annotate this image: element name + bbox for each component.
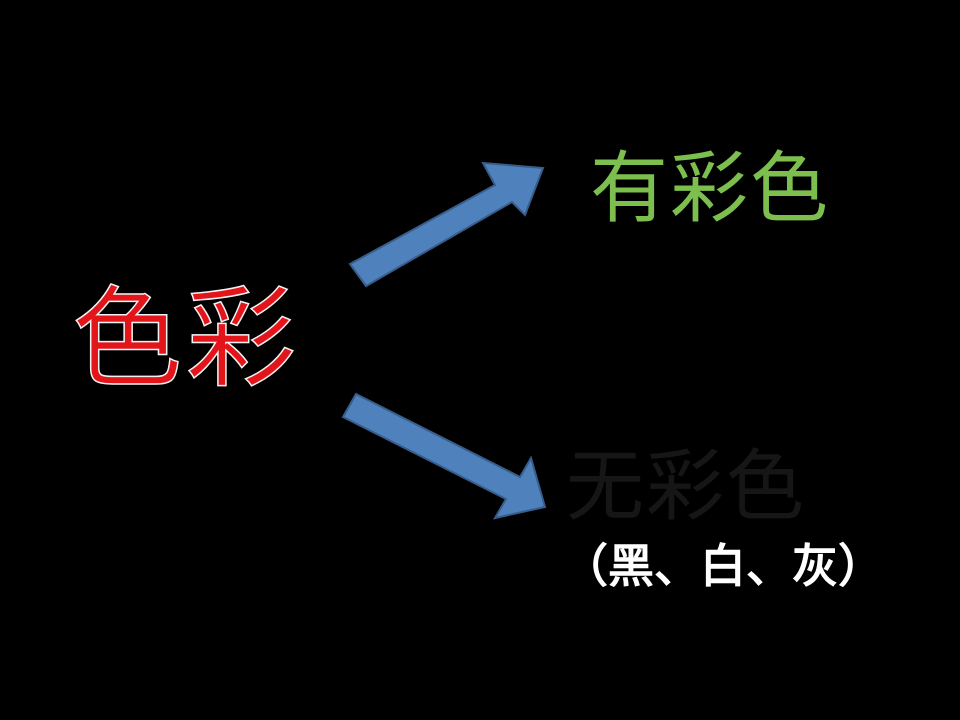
main-term-color: 色彩 <box>71 275 300 403</box>
arrow-to-achromatic <box>341 392 547 520</box>
branch-achromatic-color: 无彩色 <box>566 442 807 532</box>
achromatic-examples: （黑、白、灰） <box>562 539 884 593</box>
arrow-to-chromatic <box>348 161 545 288</box>
branch-chromatic-color: 有彩色 <box>590 144 831 234</box>
